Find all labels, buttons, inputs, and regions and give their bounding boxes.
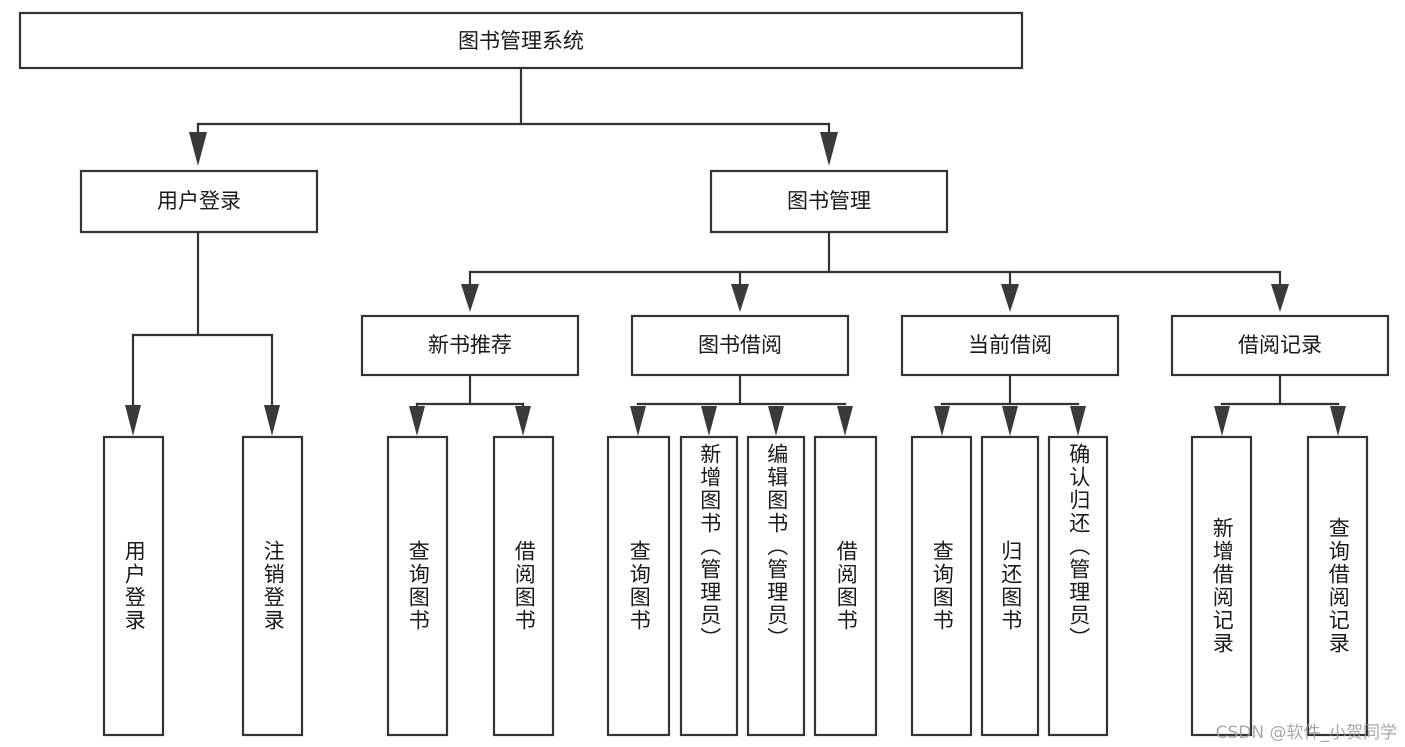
- leaf-box-logout[interactable]: [241, 435, 304, 737]
- node-current-borrow-box[interactable]: [900, 314, 1120, 377]
- arrow-head-cb-leaf-3: [1070, 406, 1086, 436]
- leaf-box-cb-confirm-return-admin[interactable]: [1047, 435, 1109, 737]
- arrow-head-bb-leaf-2: [701, 406, 717, 436]
- node-user-login-label: 用户登录: [157, 189, 241, 213]
- node-root-label: 图书管理系统: [458, 29, 584, 53]
- leaf-box-cb-return-book[interactable]: [980, 435, 1040, 737]
- leaf-box-br-query-record[interactable]: [1306, 435, 1369, 737]
- arrow-head-current-borrow: [1001, 284, 1019, 312]
- leaf-box-bb-add-book-admin[interactable]: [679, 435, 739, 737]
- leaf-box-nb-borrow-book[interactable]: [492, 435, 555, 737]
- connector-group-user-login: [125, 230, 280, 436]
- arrow-head-leaf-logout: [264, 405, 280, 436]
- node-new-book-recommend[interactable]: 新书推荐: [360, 314, 580, 377]
- leaf-box-bb-borrow-book[interactable]: [813, 435, 878, 737]
- node-borrow-record[interactable]: 借阅记录: [1170, 314, 1390, 377]
- node-book-manage-box[interactable]: [709, 169, 949, 234]
- node-new-book-recommend-label: 新书推荐: [428, 333, 512, 357]
- leaf-box-br-add-record[interactable]: [1190, 435, 1253, 737]
- leaf-box-bb-edit-book-admin[interactable]: [746, 435, 806, 737]
- arrow-head-book-borrow: [731, 284, 749, 312]
- node-user-login[interactable]: 用户登录: [79, 169, 319, 234]
- node-borrow-record-box[interactable]: [1170, 314, 1390, 377]
- node-book-borrow-box[interactable]: [630, 314, 850, 377]
- watermark-text: CSDN @软件_小贺同学: [1215, 723, 1397, 743]
- arrow-head-bb-leaf-1: [630, 406, 646, 436]
- arrow-head-cb-leaf-1: [934, 406, 950, 436]
- node-book-manage[interactable]: 图书管理: [709, 169, 949, 234]
- arrow-head-bb-leaf-4: [837, 406, 853, 436]
- node-user-login-box[interactable]: [79, 169, 319, 234]
- node-current-borrow-label: 当前借阅: [968, 333, 1052, 357]
- arrow-head-new-book-recommend: [461, 284, 479, 312]
- node-new-book-recommend-box[interactable]: [360, 314, 580, 377]
- arrow-head-cb-leaf-2: [1002, 406, 1018, 436]
- arrow-head-book-manage: [820, 132, 838, 166]
- connector-group-root: [189, 66, 838, 166]
- connector-group-current-borrow: [934, 373, 1086, 436]
- arrow-head-br-leaf-2: [1330, 406, 1346, 436]
- connector-group-borrow-record: [1214, 373, 1346, 436]
- arrow-head-borrow-record: [1271, 284, 1289, 312]
- node-borrow-record-label: 借阅记录: [1238, 333, 1322, 357]
- node-root-box[interactable]: [18, 11, 1024, 70]
- leaf-box-nb-query-book[interactable]: [386, 435, 449, 737]
- node-book-manage-label: 图书管理: [787, 189, 871, 213]
- node-current-borrow[interactable]: 当前借阅: [900, 314, 1120, 377]
- arrow-head-br-leaf-1: [1214, 406, 1230, 436]
- connector-group-new-book-recommend: [409, 373, 531, 436]
- arrow-head-nb-leaf-2: [515, 406, 531, 436]
- arrow-head-nb-leaf-1: [409, 406, 425, 436]
- arrow-head-bb-leaf-3: [768, 406, 784, 436]
- node-book-borrow[interactable]: 图书借阅: [630, 314, 850, 377]
- connector-group-book-manage: [461, 230, 1289, 312]
- arrow-head-user-login: [189, 132, 207, 166]
- leaf-box-bb-query-book[interactable]: [606, 435, 671, 737]
- connector-group-book-borrow: [630, 373, 853, 436]
- node-root[interactable]: 图书管理系统: [18, 11, 1024, 70]
- node-book-borrow-label: 图书借阅: [698, 333, 782, 357]
- arrow-head-leaf-user-login: [125, 405, 141, 436]
- leaf-box-user-login[interactable]: [102, 435, 165, 737]
- leaf-box-cb-query-book[interactable]: [910, 435, 973, 737]
